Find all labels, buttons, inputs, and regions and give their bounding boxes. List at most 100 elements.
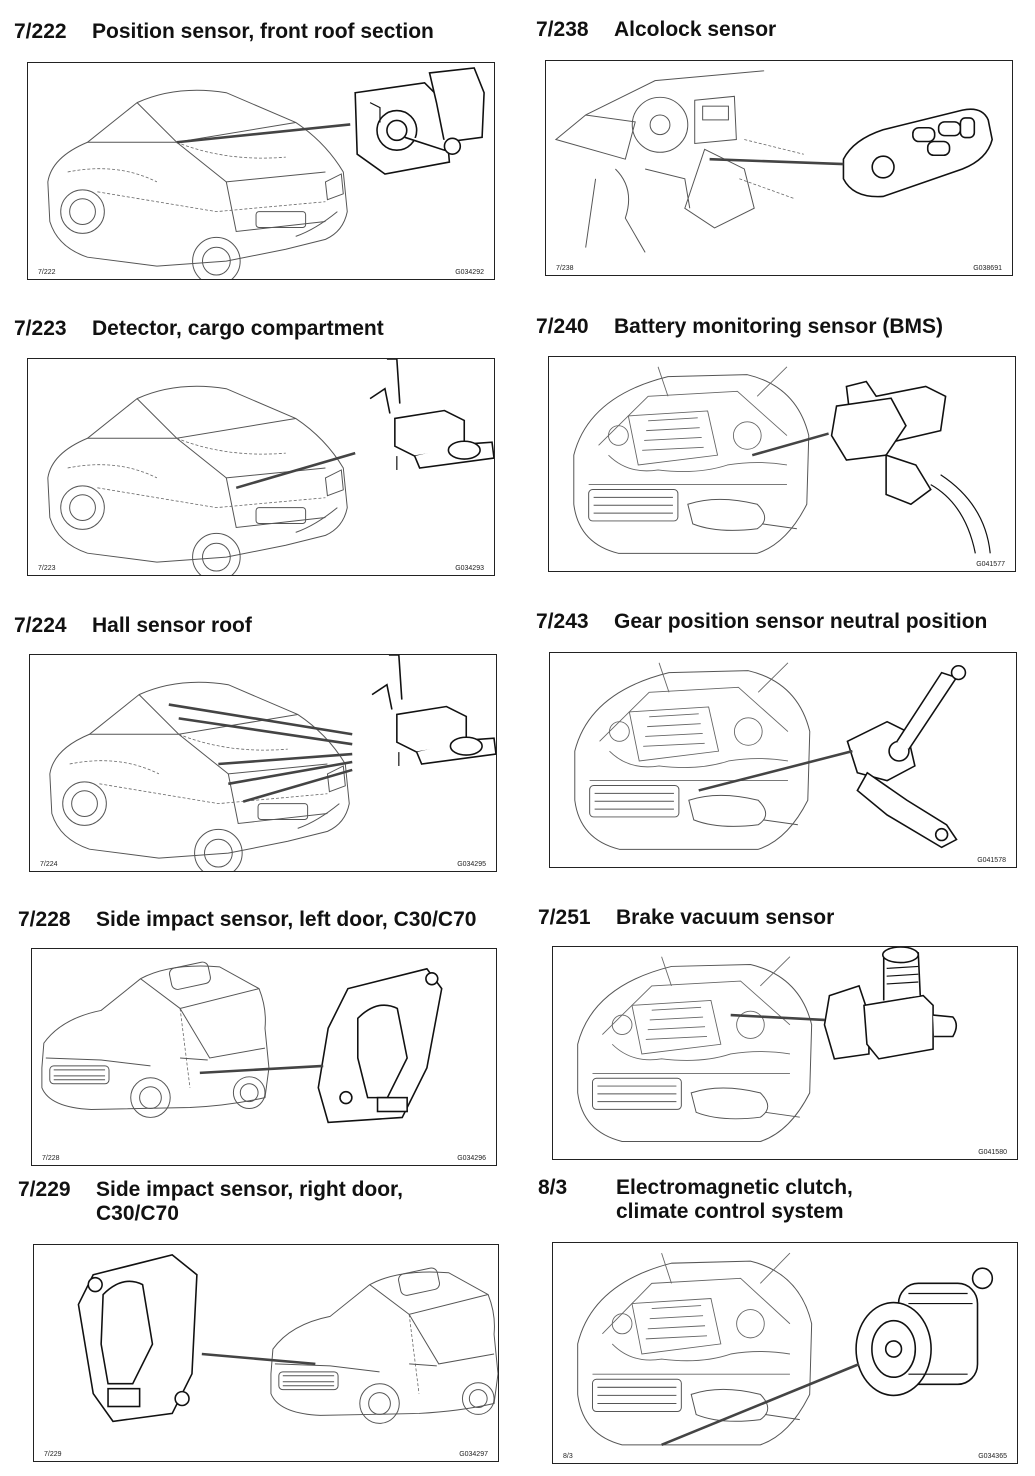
component-title-line-2: C30/C70 — [96, 1202, 179, 1225]
component-code: 7/238 — [536, 18, 589, 41]
component-illustration — [577, 1252, 994, 1447]
figure-ref-left: 7/223 — [38, 565, 56, 572]
component-title: Brake vacuum sensor — [616, 906, 834, 930]
component-title-line: Alcolock sensor — [614, 18, 777, 41]
figure-ref-left: 7/238 — [556, 265, 574, 272]
illustration-panel: 8/3 G034365 — [552, 1242, 1018, 1464]
leader-line — [228, 760, 353, 786]
component-title-line: Position sensor, front roof section — [92, 20, 434, 43]
figure-ref-code: G034296 — [457, 1155, 486, 1162]
figure-ref-left: 7/222 — [38, 269, 56, 276]
figure-ref-left: 8/3 — [563, 1453, 573, 1460]
illustration-panel: 7/223 G034293 — [27, 358, 495, 576]
component-code: 7/222 — [14, 20, 67, 43]
engine-bay-illustration — [573, 366, 810, 554]
component-illustration — [574, 662, 967, 850]
component-code: 8/3 — [538, 1176, 568, 1199]
leader-line — [751, 432, 829, 457]
component-title-line: Side impact sensor, right door, — [96, 1178, 403, 1201]
leader-line — [709, 157, 844, 166]
figure-ref-code: G034292 — [455, 269, 484, 276]
component-title: Side impact sensor, right door,C30/C70 — [96, 1178, 403, 1226]
component-illustration — [77, 1254, 498, 1424]
component-illustration — [41, 961, 443, 1124]
component-title-line: Battery monitoring sensor (BMS) — [614, 315, 944, 338]
leader-line — [730, 1013, 825, 1022]
component-title: Detector, cargo compartment — [92, 317, 384, 341]
component-title: Position sensor, front roof section — [92, 20, 434, 44]
position-sensor-switch — [354, 67, 485, 175]
component-illustration — [47, 359, 494, 575]
component-code: 7/240 — [536, 315, 589, 338]
car-illustration — [47, 89, 348, 279]
component-code: 7/229 — [18, 1178, 71, 1201]
component-illustration — [49, 655, 496, 871]
component-title: Side impact sensor, left door, C30/C70 — [96, 908, 476, 932]
alcolock-remote — [842, 108, 993, 198]
side-impact-sensor — [77, 1254, 198, 1423]
component-title: Hall sensor roof — [92, 614, 252, 638]
leader-line — [698, 749, 853, 792]
figure-ref-code: G034293 — [455, 565, 484, 572]
leader-line — [235, 451, 356, 490]
brake-vacuum-sensor — [823, 947, 958, 1060]
illustration-panel: G041577 — [548, 356, 1016, 572]
illustration-panel: 7/224 G034295 — [29, 654, 497, 872]
component-code: 7/223 — [14, 317, 67, 340]
car-illustration — [41, 961, 270, 1118]
figure-ref-left: 7/229 — [44, 1451, 62, 1458]
component-title-line-2: climate control system — [616, 1200, 844, 1223]
component-illustration — [554, 70, 993, 253]
leader-line — [178, 717, 353, 746]
battery-monitoring-sensor — [830, 380, 991, 554]
component-title: Alcolock sensor — [614, 18, 776, 42]
leader-line — [168, 703, 353, 736]
engine-bay-illustration — [577, 956, 813, 1142]
component-title-line: Detector, cargo compartment — [92, 317, 384, 340]
component-title-line: Brake vacuum sensor — [616, 906, 835, 929]
figure-ref-code: G034295 — [457, 861, 486, 868]
component-title-line: Side impact sensor, left door, C30/C70 — [96, 908, 477, 931]
component-title: Gear position sensor neutral position — [614, 610, 987, 634]
figure-ref-code: G041580 — [978, 1149, 1007, 1156]
figure-ref-code: G041577 — [976, 561, 1005, 568]
component-code: 7/224 — [14, 614, 67, 637]
illustration-panel: 7/222 G034292 — [27, 62, 495, 280]
car-illustration — [47, 385, 348, 575]
component-code: 7/251 — [538, 906, 591, 929]
component-illustration — [577, 947, 958, 1142]
illustration-panel: G041578 — [549, 652, 1017, 868]
car-illustration — [49, 681, 350, 871]
leader-line — [661, 1362, 860, 1447]
component-code: 7/228 — [18, 908, 71, 931]
leader-line — [218, 752, 353, 766]
leader-line — [199, 1064, 324, 1075]
component-title-line: Gear position sensor neutral position — [614, 610, 988, 633]
figure-ref-code: G038691 — [973, 265, 1002, 272]
leader-line — [201, 1352, 316, 1366]
figure-ref-code: G034365 — [978, 1453, 1007, 1460]
hall-sensor — [369, 359, 494, 470]
gear-position-sensor — [846, 664, 967, 849]
component-title-line: Hall sensor roof — [92, 614, 252, 637]
component-illustration — [47, 67, 485, 279]
illustration-panel: 7/238 G038691 — [545, 60, 1013, 276]
component-title: Battery monitoring sensor (BMS) — [614, 315, 943, 339]
ac-compressor-clutch — [855, 1267, 994, 1397]
component-title-line: Electromagnetic clutch, — [616, 1176, 853, 1199]
illustration-panel: G041580 — [552, 946, 1018, 1160]
interior-illustration — [554, 70, 804, 253]
hall-sensor — [371, 655, 496, 766]
engine-bay-illustration — [577, 1252, 813, 1446]
component-code: 7/243 — [536, 610, 589, 633]
engine-bay-illustration — [574, 662, 811, 850]
figure-ref-code: G041578 — [977, 857, 1006, 864]
leader-line — [242, 768, 353, 803]
leader-line — [176, 123, 351, 144]
car-illustration — [270, 1267, 498, 1424]
component-illustration — [573, 366, 991, 554]
figure-ref-left: 7/224 — [40, 861, 58, 868]
component-title: Electromagnetic clutch,climate control s… — [616, 1176, 853, 1224]
